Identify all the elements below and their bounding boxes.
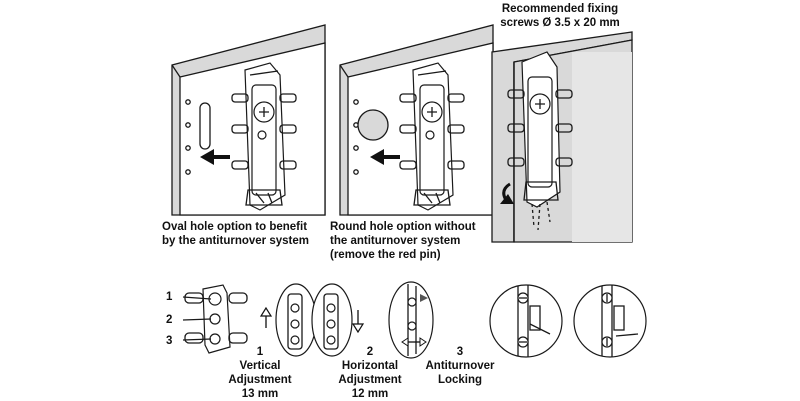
locking-detail-circle-left: [489, 284, 563, 358]
locking-detail-circle-right: [573, 284, 647, 358]
step-1-label: 1 Vertical Adjustment 13 mm: [225, 345, 295, 401]
fixing-screws-illustration: [491, 31, 633, 243]
round-hole-caption: Round hole option without the antiturnov…: [330, 221, 476, 261]
vertical-adjustment-detail: [259, 283, 317, 357]
round-hole-illustration: [339, 24, 494, 216]
step-3-label: 3 Antiturnover Locking: [418, 345, 502, 387]
horizontal-adjustment-detail: [311, 283, 365, 357]
step-2-title: Horizontal Adjustment: [338, 360, 402, 386]
step-1-title: Vertical Adjustment: [228, 360, 292, 386]
fixing-screws-caption: Recommended fixing screws Ø 3.5 x 20 mm: [500, 3, 620, 29]
step-1-value: 13 mm: [241, 388, 279, 400]
part-number-1: 1: [166, 291, 173, 303]
step-2-label: 2 Horizontal Adjustment 12 mm: [330, 345, 410, 401]
step-1-number: 1: [256, 346, 264, 358]
step-3-number: 3: [456, 346, 464, 358]
antiturnover-locking-detail: [388, 281, 434, 359]
oval-hole-illustration: [171, 24, 326, 216]
step-3-title: Antiturnover Locking: [425, 360, 495, 386]
part-number-2: 2: [166, 314, 173, 326]
hinge-parts-illustration: [182, 284, 248, 354]
oval-hole-caption: Oval hole option to benefit by the antit…: [162, 221, 309, 247]
part-number-3: 3: [166, 335, 173, 347]
step-2-value: 12 mm: [351, 388, 389, 400]
step-2-number: 2: [366, 346, 374, 358]
